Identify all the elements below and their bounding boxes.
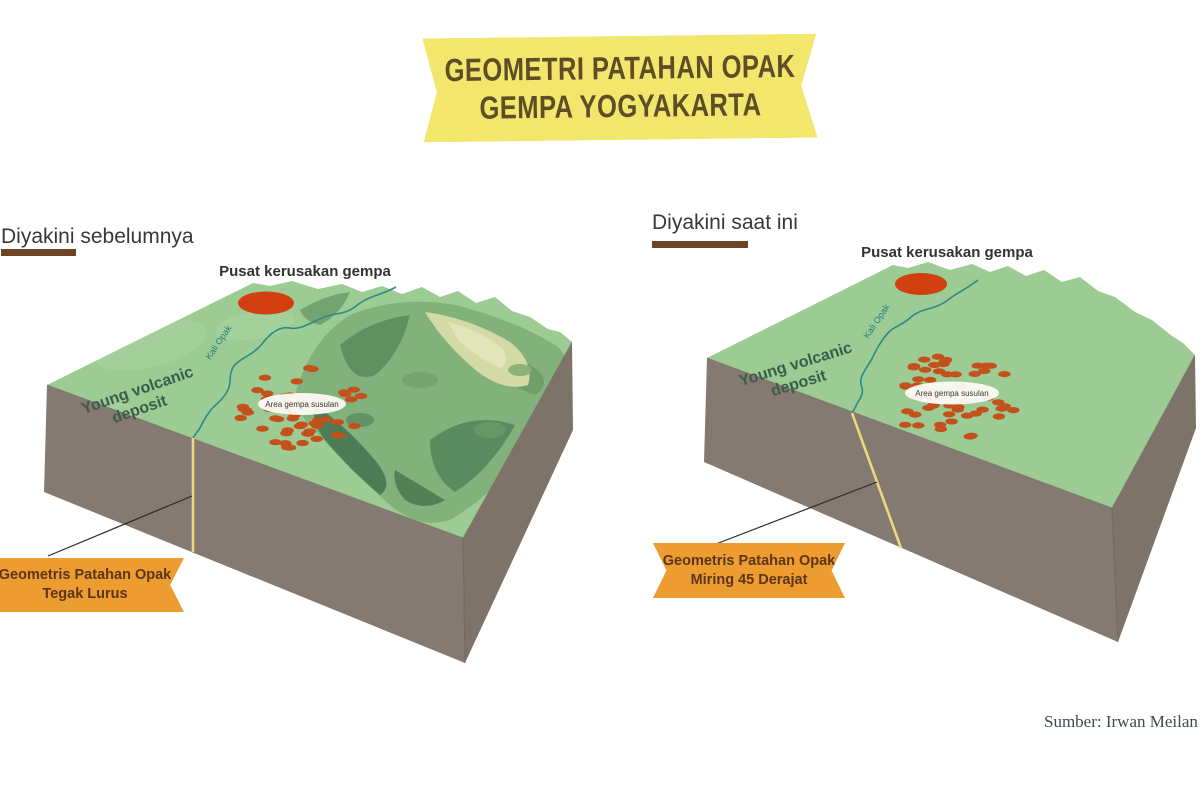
fault-line-inclined <box>850 412 903 549</box>
title-line-2: GEMPA YOGYAKARTA <box>479 86 762 126</box>
damage-center-label-right: Pusat kerusakan gempa <box>861 244 1033 261</box>
fault-banner-left-line1: Geometris Patahan Opak <box>0 567 172 584</box>
river-kali-opak-right <box>851 279 979 414</box>
damage-center-label-left: Pusat kerusakan gempa <box>219 263 391 280</box>
epicenter-damage-ellipse-left <box>238 291 294 315</box>
block-previous: Kali Opak Area gempa susulan Young volca… <box>44 281 573 664</box>
fault-pointer-line-left <box>47 495 193 557</box>
block-previous-side-face <box>463 342 573 663</box>
block-current: Kali Opak Area gempa susulan Young volca… <box>704 262 1196 643</box>
block-current-side-face <box>1112 355 1196 642</box>
fault-pointer-line-right <box>715 481 878 545</box>
heading-previous: Diyakini sebelumnya <box>1 225 194 248</box>
fault-geometry-banner-right: Geometris Patahan Opak Miring 45 Derajat <box>653 543 845 598</box>
aftershock-label-left: Area gempa susulan <box>265 400 338 409</box>
title-ribbon: GEOMETRI PATAHAN OPAK GEMPA YOGYAKARTA <box>422 34 817 143</box>
fault-geometry-banner-left: Geometris Patahan Opak Tegak Lurus <box>0 558 184 612</box>
heading-underline-current <box>652 241 748 248</box>
fault-banner-left-line2: Tegak Lurus <box>42 586 128 602</box>
aftershock-label-ellipse-right <box>905 381 999 405</box>
title-line-1: GEOMETRI PATAHAN OPAK <box>444 48 796 89</box>
block-previous-front-face <box>44 385 465 663</box>
source-credit: Sumber: Irwan Meilan <box>1044 712 1198 731</box>
fault-banner-right-line1: Geometris Patahan Opak <box>662 552 836 569</box>
fault-banner-right-line2: Miring 45 Derajat <box>690 571 808 588</box>
river-kali-opak-left <box>192 286 397 439</box>
heading-current: Diyakini saat ini <box>652 211 798 234</box>
block-current-front-face <box>704 358 1118 642</box>
heading-underline-previous <box>1 249 76 256</box>
aftershock-label-ellipse-left <box>258 393 346 415</box>
epicenter-damage-ellipse-right <box>895 273 947 295</box>
aftershock-label-right: Area gempa susulan <box>915 389 988 398</box>
